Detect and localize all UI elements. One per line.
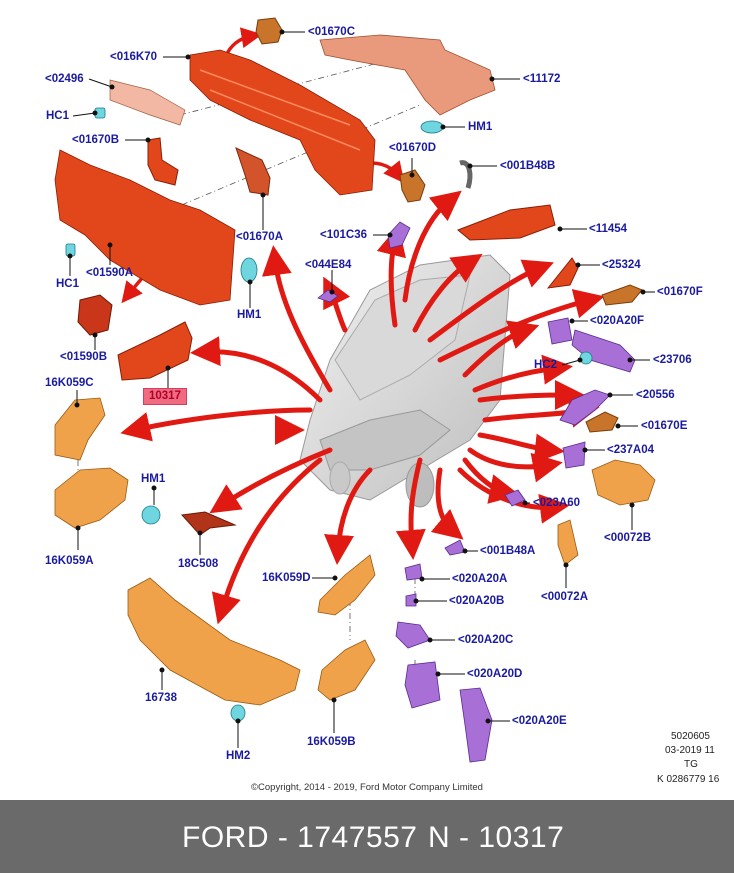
label-00072A: <00072A bbox=[541, 591, 588, 603]
label-01670F: <01670F bbox=[657, 286, 703, 298]
label-016K70: <016K70 bbox=[110, 51, 157, 63]
label-01590A: <01590A bbox=[86, 267, 133, 279]
part-01670E bbox=[585, 411, 619, 433]
part-020A20A bbox=[404, 563, 423, 581]
footer-bar: FORD - 1747557 N - 10317 bbox=[0, 800, 734, 873]
part-25324 bbox=[546, 257, 579, 289]
label-11454: <11454 bbox=[589, 223, 628, 235]
label-18C508: 18C508 bbox=[178, 558, 219, 570]
part-001B48A bbox=[444, 539, 466, 556]
label-01670E: <01670E bbox=[641, 420, 688, 432]
part-101C36 bbox=[387, 221, 411, 249]
footer-part-number: FORD - 1747557 bbox=[182, 821, 418, 854]
part-00072A bbox=[557, 519, 579, 566]
label-02496: <02496 bbox=[45, 73, 84, 85]
part-237A04 bbox=[562, 441, 586, 469]
label-HM2: HM2 bbox=[226, 750, 251, 762]
part-020A20C bbox=[395, 621, 431, 649]
part-10317 bbox=[117, 321, 193, 381]
label-01590B: <01590B bbox=[60, 351, 107, 363]
doc-reference: K 0286779 16 bbox=[657, 774, 720, 785]
label-11172: <11172 bbox=[523, 73, 561, 85]
part-11172 bbox=[319, 34, 496, 116]
label-HC1-left: HC1 bbox=[56, 278, 80, 290]
label-020A20B: <020A20B bbox=[449, 595, 505, 607]
callout-arrows bbox=[120, 190, 605, 625]
label-16K059D: 16K059D bbox=[262, 572, 311, 584]
label-16K059A: 16K059A bbox=[45, 555, 94, 567]
part-016K70-cowl-panel bbox=[189, 49, 376, 196]
part-16738 bbox=[127, 577, 301, 706]
label-101C36: <101C36 bbox=[320, 229, 367, 241]
label-25324: <25324 bbox=[602, 259, 641, 271]
leader-lines bbox=[67, 29, 655, 748]
part-01590A-dash-panel bbox=[54, 149, 236, 306]
part-01590B bbox=[77, 294, 113, 336]
fastener-HM1-mid bbox=[240, 257, 258, 283]
doc-date: 03-2019 11 bbox=[665, 745, 715, 756]
part-023A60 bbox=[504, 489, 526, 507]
label-23706: <23706 bbox=[653, 354, 692, 366]
part-23706 bbox=[571, 329, 636, 373]
part-01670F bbox=[601, 284, 643, 306]
doc-number: 5020605 bbox=[671, 731, 710, 742]
part-020A20D bbox=[404, 661, 441, 709]
label-10317-highlighted: 10317 bbox=[143, 388, 187, 405]
label-237A04: <237A04 bbox=[607, 444, 654, 456]
part-01670A bbox=[235, 147, 271, 196]
label-01670A: <01670A bbox=[236, 231, 283, 243]
label-023A60: <023A60 bbox=[533, 497, 580, 509]
part-020A20F bbox=[547, 317, 573, 345]
footer-n-number: N - 10317 bbox=[428, 821, 565, 854]
label-01670C: <01670C bbox=[308, 26, 355, 38]
label-001B48B: <001B48B bbox=[500, 160, 556, 172]
part-18C508 bbox=[180, 511, 237, 536]
label-16K059B: 16K059B bbox=[307, 736, 356, 748]
label-HC2: HC2 bbox=[534, 359, 558, 371]
label-00072B: <00072B bbox=[604, 532, 651, 544]
label-020A20F: <020A20F bbox=[590, 315, 645, 327]
fastener-HC2 bbox=[579, 351, 593, 365]
label-01670D: <01670D bbox=[389, 142, 436, 154]
doc-code: TG bbox=[684, 759, 698, 770]
label-020A20C: <020A20C bbox=[458, 634, 514, 646]
part-16K059B bbox=[317, 639, 376, 701]
label-HM1-top: HM1 bbox=[468, 121, 493, 133]
part-020A20E bbox=[459, 687, 493, 763]
label-044E84: <044E84 bbox=[305, 259, 352, 271]
part-001B48B bbox=[459, 160, 473, 189]
label-HM1-left: HM1 bbox=[141, 473, 166, 485]
fastener-HM1-top bbox=[420, 120, 444, 134]
label-020A20D: <020A20D bbox=[467, 668, 523, 680]
copyright-text: ©Copyright, 2014 - 2019, Ford Motor Comp… bbox=[251, 782, 483, 793]
label-16K059C: 16K059C bbox=[45, 377, 94, 389]
label-001B48A: <001B48A bbox=[480, 545, 536, 557]
part-00072B bbox=[591, 459, 656, 506]
part-01670B bbox=[147, 137, 179, 186]
label-HM1-mid: HM1 bbox=[237, 309, 262, 321]
label-16738: 16738 bbox=[145, 692, 177, 704]
van-illustration bbox=[299, 254, 511, 508]
label-HC1-top: HC1 bbox=[46, 110, 70, 122]
part-01670D bbox=[399, 169, 426, 203]
part-02496 bbox=[109, 79, 186, 126]
fastener-HM1-left bbox=[141, 505, 161, 525]
part-16K059D bbox=[317, 554, 376, 616]
part-16K059C bbox=[54, 397, 106, 461]
label-020A20E: <020A20E bbox=[512, 715, 567, 727]
label-01670B: <01670B bbox=[72, 134, 119, 146]
exploded-diagram: <01670C <016K70 <11172 <02496 HC1 HM1 <0… bbox=[45, 17, 720, 793]
part-16K059A bbox=[54, 467, 129, 529]
diagram-art bbox=[54, 17, 656, 763]
part-01670C bbox=[255, 17, 283, 45]
part-020A20B bbox=[405, 593, 417, 607]
label-20556: <20556 bbox=[636, 389, 675, 401]
label-020A20A: <020A20A bbox=[452, 573, 508, 585]
part-11454 bbox=[457, 204, 556, 241]
